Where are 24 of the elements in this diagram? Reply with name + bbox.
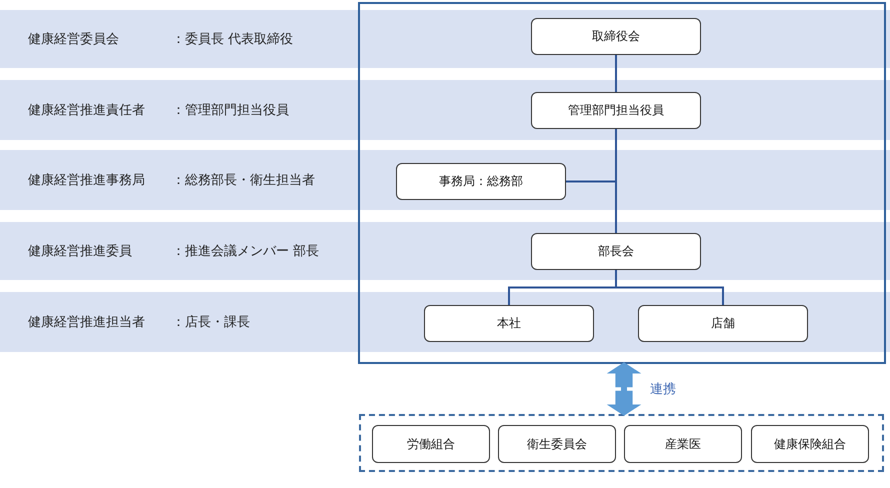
org-box: 店舗 [638,305,808,342]
connector-line [615,55,617,92]
org-box: 労働組合 [372,425,490,463]
role-title: 健康経営推進委員 [28,243,132,260]
role-holder: ：委員長 代表取締役 [172,31,294,48]
org-box: 管理部門担当役員 [531,92,701,129]
edge-label: 連携 [648,380,678,398]
role-title: 健康経営委員会 [28,31,119,48]
org-box: 部長会 [531,233,701,270]
org-box: 産業医 [624,425,742,463]
role-holder: ：管理部門担当役員 [172,102,289,119]
role-title: 健康経営推進事務局 [28,172,145,189]
org-box: 事務局：総務部 [396,163,566,200]
org-box: 本社 [424,305,594,342]
org-chart-frame [358,2,886,364]
role-holder: ：店長・課長 [172,314,250,331]
role-holder: ：推進会議メンバー 部長 [172,243,320,260]
role-holder: ：総務部長・衛生担当者 [172,172,315,189]
partner-group-frame [359,414,884,472]
role-title: 健康経営推進責任者 [28,102,145,119]
org-box: 衛生委員会 [498,425,616,463]
role-title: 健康経営推進担当者 [28,314,145,331]
org-box: 取締役会 [531,18,701,55]
org-box: 健康保険組合 [751,425,869,463]
